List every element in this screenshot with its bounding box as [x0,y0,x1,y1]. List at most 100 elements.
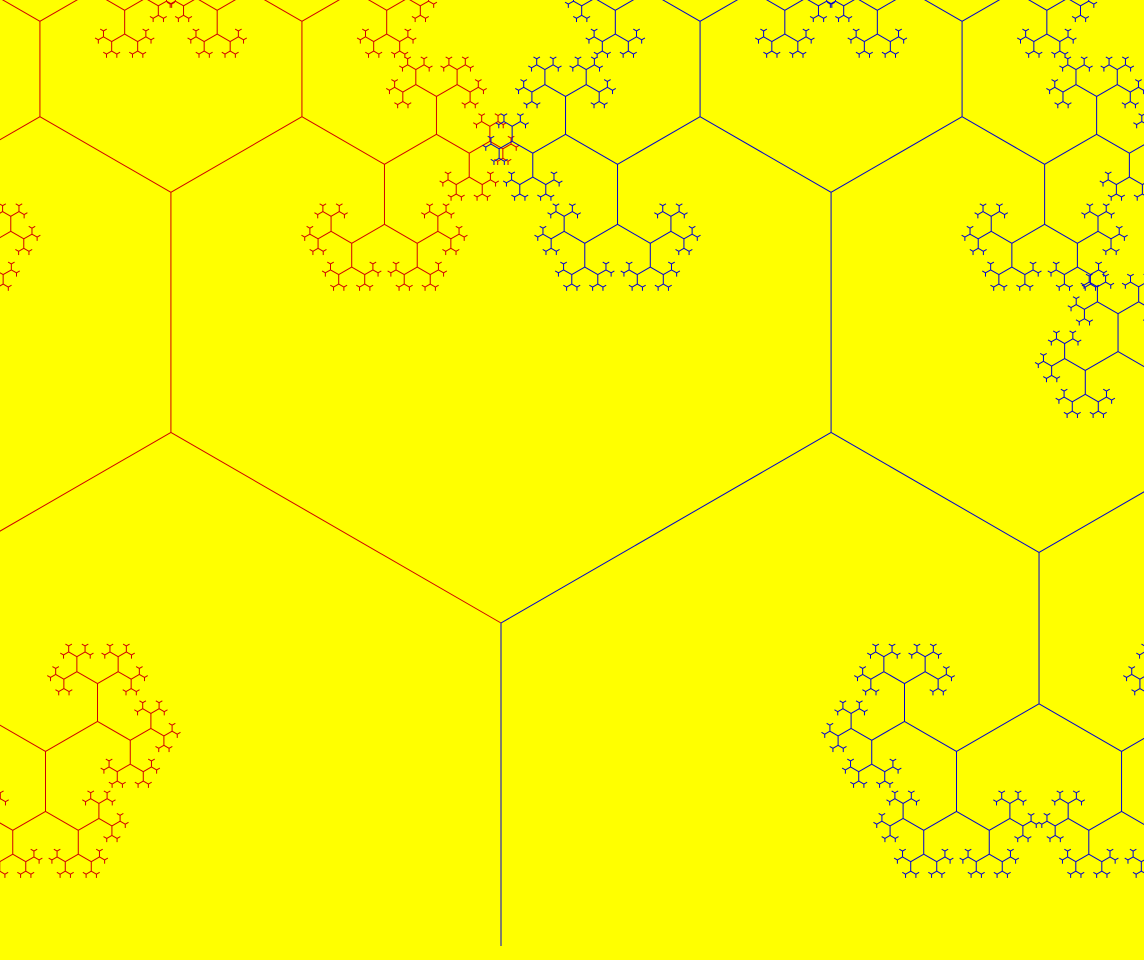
branch-segment [657,283,664,288]
branch-segment [590,56,595,60]
branch-segment [1116,64,1126,70]
branch-segment [511,179,521,185]
branch-segment [1084,283,1091,288]
branch-segment [137,780,144,785]
branch-segment [139,666,143,669]
branch-segment [448,64,458,70]
branch-segment [873,821,877,825]
branch-segment [1019,283,1026,288]
branch-segment [1064,56,1069,60]
branch-segment [151,758,155,762]
branch-segment [1107,194,1112,198]
branch-segment [1035,821,1040,825]
branch-segment [468,140,491,154]
branch-segment [829,746,834,749]
branch-segment [826,722,831,726]
branch-segment [932,688,939,693]
branch-segment [877,0,897,11]
branch-segment [407,102,412,105]
branch-segment [511,194,515,198]
branch-segment [1024,269,1034,276]
branch-segment [602,261,607,265]
branch-segment [584,223,618,244]
branch-segment [229,36,239,43]
branch-segment [455,176,470,185]
branch-segment [617,116,701,165]
branch-segment [1034,361,1039,365]
branch-segment [528,65,532,69]
branch-segment [33,856,40,861]
branch-segment [683,247,690,252]
branch-segment [28,225,33,229]
branch-segment [1054,79,1059,82]
branch-segment [858,763,872,773]
branch-segment [1049,834,1056,839]
branch-segment [514,193,521,198]
branch-segment [1059,790,1064,794]
branch-segment [338,283,345,288]
branch-segment [1051,799,1056,803]
branch-segment [367,0,387,11]
branch-segment [429,203,434,207]
branch-segment [938,652,942,656]
branch-segment [23,212,28,216]
branch-segment [103,51,107,55]
branch-segment [678,203,683,207]
branch-segment [555,211,565,217]
branch-segment [895,28,899,32]
branch-segment [1063,396,1073,403]
branch-segment [203,33,218,43]
branch-segment [203,50,210,55]
branch-segment [572,64,579,69]
branch-segment [0,283,4,287]
branch-segment [487,194,491,198]
branch-segment [1055,261,1060,265]
branch-segment [1136,652,1140,656]
branch-segment [1046,375,1052,379]
branch-segment [515,88,519,91]
branch-segment [1054,102,1059,105]
branch-segment [407,28,412,32]
branch-segment [1118,225,1123,229]
branch-segment [962,856,969,861]
branch-segment [663,283,669,288]
branch-segment [878,812,883,816]
branch-segment [864,709,868,713]
branch-segment [532,176,547,185]
branch-segment [763,51,767,55]
branch-segment [659,203,663,207]
branch-segment [103,28,107,32]
branch-segment [563,261,568,265]
branch-segment [835,15,839,19]
branch-segment [969,225,974,229]
branch-segment [839,700,844,704]
branch-segment [862,666,867,669]
branch-segment [842,700,847,704]
branch-segment [490,179,496,184]
branch-segment [1130,65,1135,69]
branch-segment [889,818,904,827]
branch-segment [1098,396,1107,403]
branch-segment [391,51,395,55]
branch-segment [568,0,574,5]
branch-segment [58,688,65,693]
branch-segment [1086,203,1091,207]
branch-segment [911,651,918,656]
branch-segment [895,51,899,55]
branch-segment [1138,113,1143,117]
branch-segment [420,56,425,60]
branch-segment [585,64,595,70]
branch-segment [869,51,873,55]
branch-segment [1067,305,1072,308]
branch-segment [1062,101,1069,105]
branch-segment [369,261,374,265]
branch-segment [365,36,374,43]
branch-segment [476,193,483,198]
branch-segment [498,121,505,125]
branch-segment [122,689,127,693]
branch-segment [1059,50,1066,55]
branch-segment [684,212,688,216]
branch-segment [650,266,664,276]
branch-segment [1089,203,1094,207]
branch-segment [855,700,860,704]
